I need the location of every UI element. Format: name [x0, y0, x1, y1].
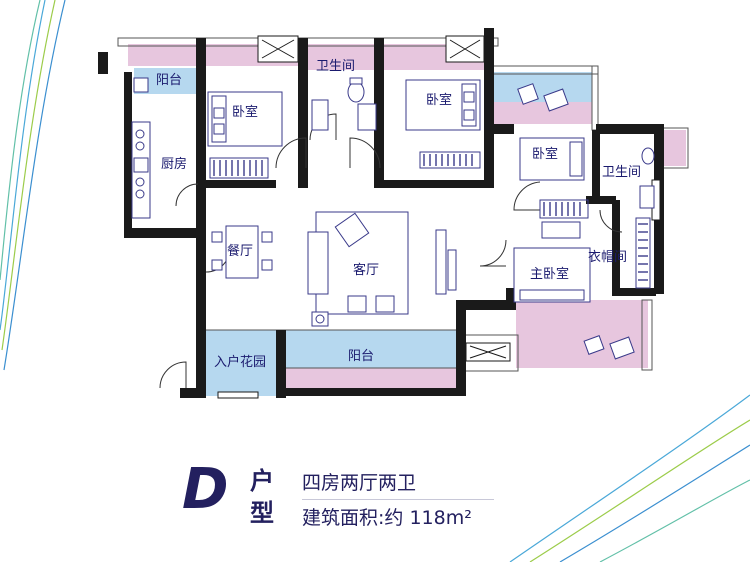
- label-bedroom-1: 卧室: [232, 105, 259, 120]
- label-living: 客厅: [353, 263, 380, 278]
- bathroom-fixtures: [311, 77, 655, 209]
- label-bathroom-1: 卫生间: [316, 59, 356, 74]
- unit-char-1: 户: [250, 467, 274, 495]
- label-cloakroom: 衣帽间: [588, 250, 628, 265]
- label-balcony-kitchen: 阳台: [156, 73, 183, 88]
- layout-description: 四房两厅两卫: [302, 472, 417, 494]
- wardrobes: [209, 151, 651, 289]
- unit-char-2: 型: [250, 499, 274, 527]
- label-bathroom-2: 卫生间: [602, 165, 642, 180]
- decorative-lines-left: [0, 0, 66, 371]
- decorative-lines-right: [509, 394, 750, 562]
- label-bedroom-2: 卧室: [426, 93, 453, 108]
- living-furniture: [307, 211, 457, 327]
- balcony-furniture: [517, 83, 635, 360]
- unit-letter: D: [182, 457, 229, 522]
- kitchen-counter: [131, 77, 151, 219]
- label-bedroom-3: 卧室: [532, 147, 559, 162]
- dining-set: [211, 225, 273, 279]
- footer-divider: [302, 499, 494, 500]
- label-entrance-garden: 入户花园: [214, 355, 267, 370]
- building-area: 建筑面积:约 118m²: [302, 507, 472, 529]
- label-dining: 餐厅: [227, 244, 254, 259]
- label-master-bedroom: 主卧室: [530, 267, 570, 282]
- beds: [207, 79, 591, 303]
- window-cross: [261, 39, 507, 359]
- wardrobe-stripes: [213, 154, 648, 281]
- label-kitchen: 厨房: [161, 157, 188, 172]
- label-balcony-main: 阳台: [348, 349, 375, 364]
